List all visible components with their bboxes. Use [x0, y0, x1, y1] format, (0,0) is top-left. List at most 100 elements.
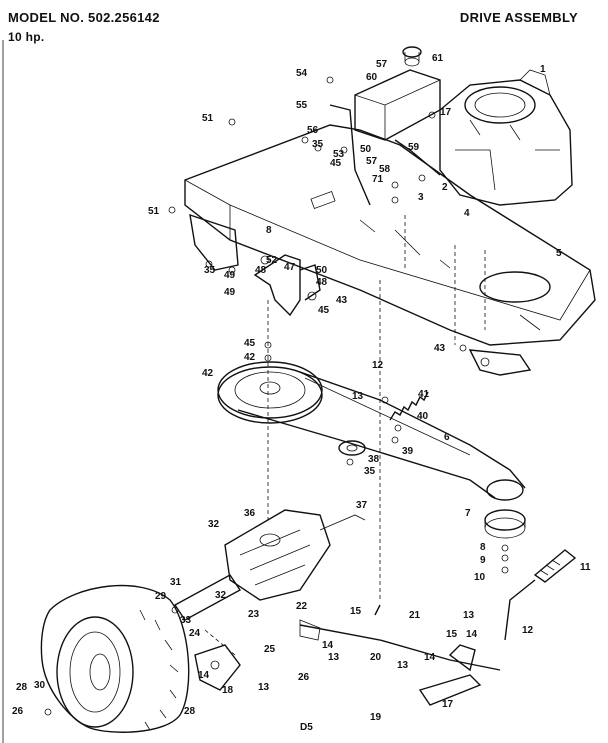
callout-7: 7	[465, 508, 471, 519]
callout-13b: 13	[463, 610, 475, 621]
callout-28b: 30	[34, 680, 46, 691]
callout-2: 2	[442, 182, 448, 193]
page-label: D5	[300, 722, 313, 733]
callout-54: 54	[296, 68, 308, 79]
brake-linkage	[194, 604, 501, 706]
model-number: MODEL NO. 502.256142	[8, 10, 160, 25]
callout-35b: 35	[204, 265, 216, 276]
callout-28: 29	[155, 591, 167, 602]
callout-55: 55	[296, 100, 308, 111]
fuel-tank	[354, 46, 441, 141]
callout-42: 43	[336, 295, 348, 306]
callout-25: 28	[184, 706, 196, 717]
callout-17: 17	[440, 107, 452, 118]
callout-40: 42	[202, 368, 214, 379]
callout-48b: 48	[316, 277, 328, 288]
callout-11: 11	[580, 562, 591, 573]
callout-38: 40	[417, 411, 429, 422]
shift-handle	[504, 549, 577, 641]
callout-15b: 15	[446, 629, 458, 640]
callout-51: 50	[360, 144, 372, 155]
callout-5: 5	[556, 248, 562, 259]
callout-4: 4	[464, 208, 470, 219]
callout-48: 48	[255, 265, 267, 276]
callout-14c: 14	[322, 640, 334, 651]
callout-1: 1	[540, 64, 546, 75]
engine	[439, 69, 573, 206]
callout-58: 58	[379, 164, 391, 175]
callout-61: 61	[432, 53, 444, 64]
callout-16: 17	[442, 699, 454, 710]
callout-19: 21	[409, 610, 421, 621]
callout-6: 6	[444, 432, 450, 443]
callout-21: 23	[248, 609, 260, 620]
callout-17b: 18	[222, 685, 234, 696]
callout-52: 51	[202, 113, 214, 124]
callout-50b: 49	[224, 270, 236, 281]
axle-housing	[173, 574, 242, 621]
callout-34: 37	[356, 500, 368, 511]
horsepower-label: 10 hp.	[8, 30, 45, 44]
callout-35: 35	[312, 139, 324, 150]
callout-13a: 12	[372, 360, 384, 371]
callout-13e: 13	[258, 682, 270, 693]
callout-31: 33	[180, 615, 192, 626]
callout-45b: 45	[318, 305, 330, 316]
callout-51b: 51	[148, 206, 160, 217]
callout-label-43: 43	[434, 343, 446, 354]
drive-belt	[237, 371, 526, 499]
callout-22: 24	[189, 628, 201, 639]
idler-pulley	[338, 440, 366, 456]
callout-57b: 57	[366, 156, 378, 167]
callout-27: 28	[16, 682, 28, 693]
callout-label-71: 71	[372, 174, 384, 185]
callout-59: 59	[408, 142, 420, 153]
callout-52b: 52	[266, 255, 278, 266]
chassis-frame	[184, 124, 596, 376]
callout-10: 10	[474, 572, 486, 583]
clutch-rod	[329, 104, 371, 206]
callout-37: 39	[402, 446, 414, 457]
callouts: 61 57 60 1 54 55 51 17 56 35 50 59 53 45…	[16, 53, 591, 723]
callout-18: 20	[370, 652, 382, 663]
callout-14d: 14	[424, 652, 436, 663]
hardware	[44, 76, 509, 716]
idler-bracket	[253, 254, 321, 317]
callout-53: 53	[333, 149, 345, 160]
callout-56: 56	[307, 125, 319, 136]
callout-13d: 13	[397, 660, 409, 671]
callout-57: 57	[376, 59, 388, 70]
idler-spring	[389, 391, 429, 421]
callout-41: 42	[244, 352, 256, 363]
callout-3: 3	[418, 192, 424, 203]
callout-39: 41	[418, 389, 430, 400]
callout-15: 15	[350, 606, 362, 617]
callout-6-top: 8	[266, 225, 272, 236]
diagram-title: DRIVE ASSEMBLY	[459, 10, 578, 25]
callout-42b: 45	[244, 338, 256, 349]
callout-12: 12	[522, 625, 534, 636]
throttle-link	[394, 139, 441, 176]
callout-23: 25	[264, 644, 276, 655]
callout-35c: 35	[364, 466, 376, 477]
callout-label-49: 5049	[224, 287, 236, 298]
transaxle-pulley	[484, 479, 526, 539]
callout-20: 22	[296, 601, 308, 612]
callout-29: 31	[170, 577, 182, 588]
callout-14e: 14	[198, 670, 210, 681]
callout-14b: 14	[466, 629, 478, 640]
callout-8: 8	[480, 542, 486, 553]
callout-label-26: 26	[12, 706, 24, 717]
callout-36: 38	[368, 454, 380, 465]
callout-30: 32	[215, 590, 227, 601]
callout-9: 9	[480, 555, 486, 566]
callout-47: 47	[284, 262, 296, 273]
callout-13c: 13	[328, 652, 340, 663]
callout-14a: 13	[352, 391, 364, 402]
alignment-lines	[204, 215, 486, 656]
callout-24: 26	[298, 672, 310, 683]
callout-33: 36	[244, 508, 256, 519]
callout-label-32: 32	[208, 519, 220, 530]
callout-60: 60	[366, 72, 378, 83]
